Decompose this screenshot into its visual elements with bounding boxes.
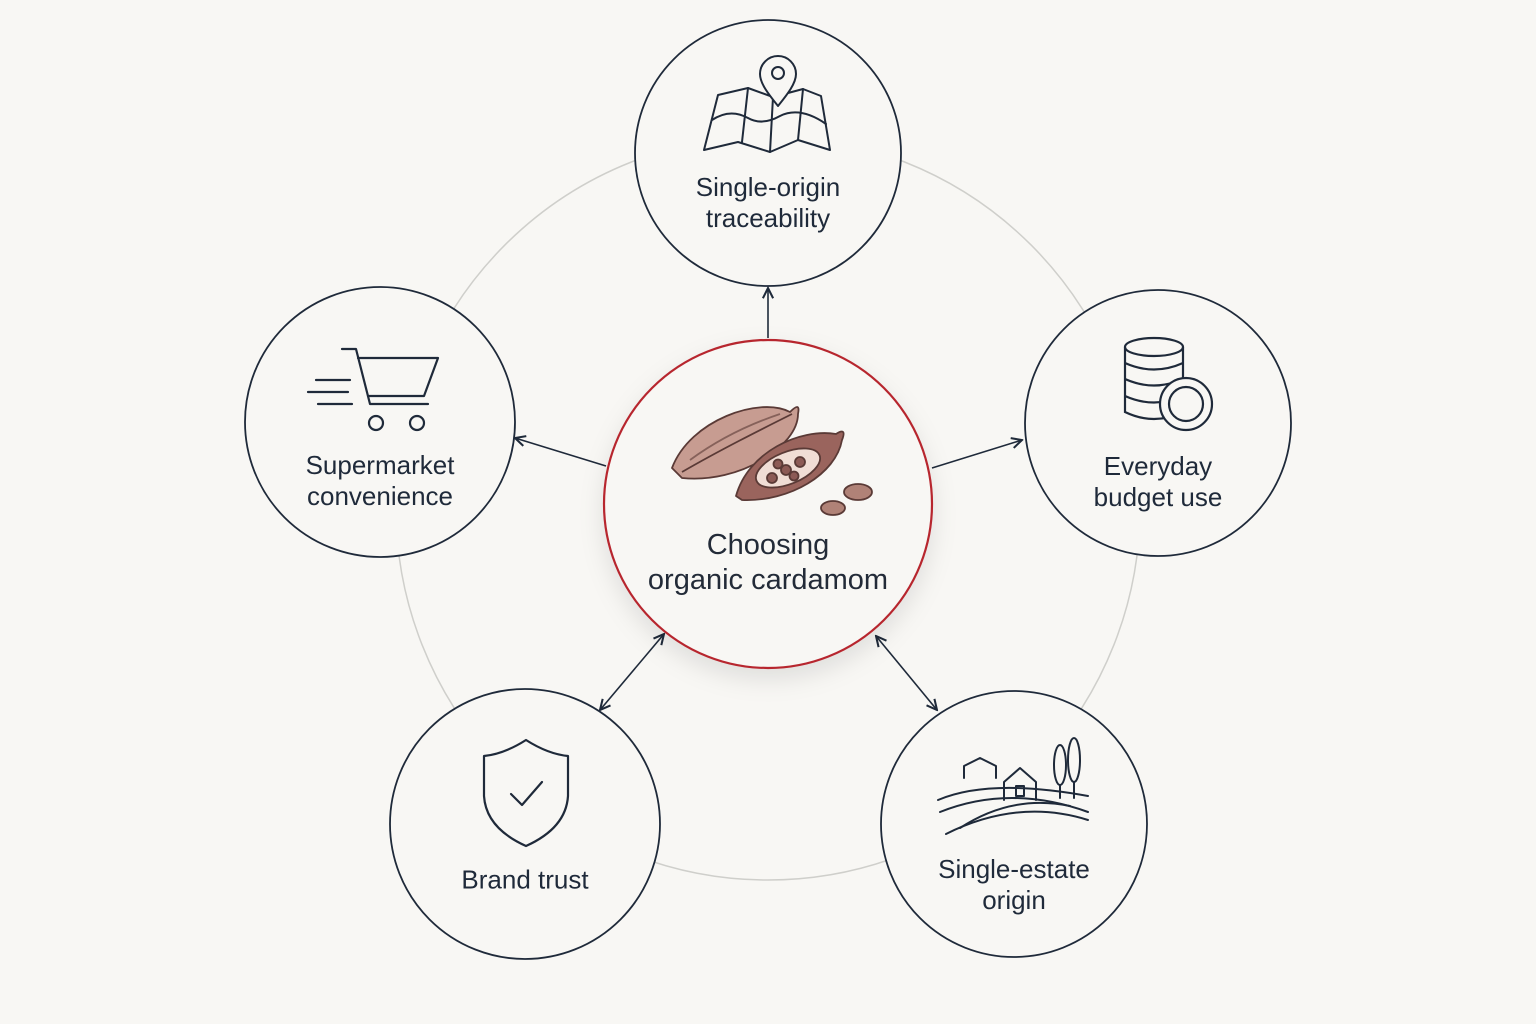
node-estate bbox=[880, 690, 1148, 958]
node-traceability-circle bbox=[634, 19, 902, 287]
connector-supermarket bbox=[515, 438, 607, 467]
map-pin-icon bbox=[703, 55, 831, 153]
cardamom-pods-icon bbox=[671, 406, 873, 516]
connector-estate bbox=[876, 636, 937, 710]
node-budget-label: Everyday budget use bbox=[1093, 451, 1223, 512]
node-trust-label: Brand trust bbox=[461, 864, 589, 895]
center-circle bbox=[602, 338, 934, 670]
center-label: Choosing organic cardamom bbox=[647, 529, 889, 596]
node-trust bbox=[389, 688, 661, 960]
connector-budget bbox=[931, 440, 1022, 469]
shopping-cart-icon bbox=[306, 347, 440, 432]
node-trust-circle bbox=[389, 688, 661, 960]
connectors bbox=[515, 288, 1022, 710]
node-supermarket-circle bbox=[244, 286, 516, 558]
center-node bbox=[602, 338, 934, 670]
node-supermarket bbox=[244, 286, 516, 558]
connector-trust bbox=[600, 634, 664, 710]
node-traceability bbox=[634, 19, 902, 287]
node-budget-circle bbox=[1024, 289, 1292, 557]
node-traceability-label: Single-origin traceability bbox=[695, 172, 841, 233]
node-budget bbox=[1024, 289, 1292, 557]
farm-landscape-icon bbox=[937, 737, 1089, 835]
coin-stack-icon bbox=[1123, 336, 1214, 432]
node-estate-label: Single-estate origin bbox=[938, 854, 1090, 915]
node-supermarket-label: Supermarket convenience bbox=[305, 450, 455, 511]
shield-check-icon bbox=[482, 738, 570, 848]
node-estate-circle bbox=[880, 690, 1148, 958]
